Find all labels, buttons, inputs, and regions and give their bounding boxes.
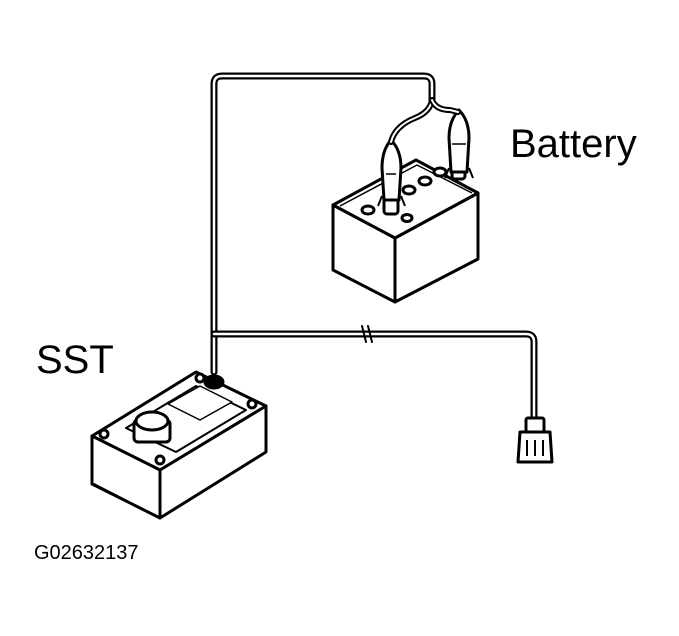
figure-id: G02632137 — [34, 542, 139, 564]
sst-tester-box-icon — [90, 370, 268, 520]
sst-label: SST — [36, 338, 114, 382]
connector-plug-icon — [516, 416, 554, 464]
battery-label: Battery — [510, 122, 637, 166]
battery-icon — [331, 158, 480, 304]
cables — [210, 72, 538, 426]
battery-clip-positive — [444, 108, 474, 179]
battery-clip-negative — [377, 138, 406, 207]
